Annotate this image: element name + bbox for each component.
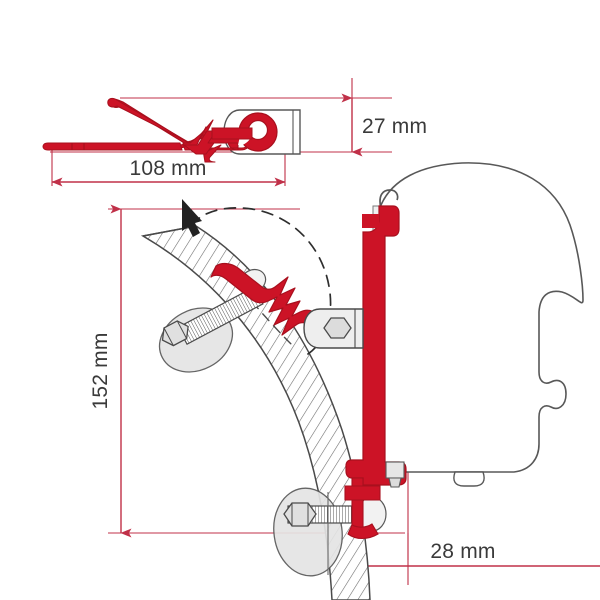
dimension-28mm: 28 mm (344, 540, 600, 571)
dimension-27mm: 27 mm (341, 78, 427, 157)
bracket-arm-ticks (71, 143, 85, 150)
callout-arrow (182, 199, 202, 237)
rail-base-bolt (385, 461, 405, 488)
adapter-bracket-lower (344, 477, 381, 540)
dimension-108mm: 108 mm (51, 157, 286, 187)
upper-bolt-assembly (158, 268, 267, 373)
awning-rail-profile (345, 205, 407, 488)
hinge-eye-pivot (303, 308, 364, 349)
adapter-bracket-detached (42, 97, 301, 163)
dimension-152mm-label: 152 mm (89, 332, 112, 409)
dimension-108mm-label: 108 mm (129, 157, 206, 180)
dimension-27mm-label: 27 mm (362, 115, 427, 138)
awning-case-outline (379, 162, 584, 487)
dimension-152mm: 152 mm (89, 204, 132, 538)
dimension-28mm-label: 28 mm (430, 540, 495, 563)
